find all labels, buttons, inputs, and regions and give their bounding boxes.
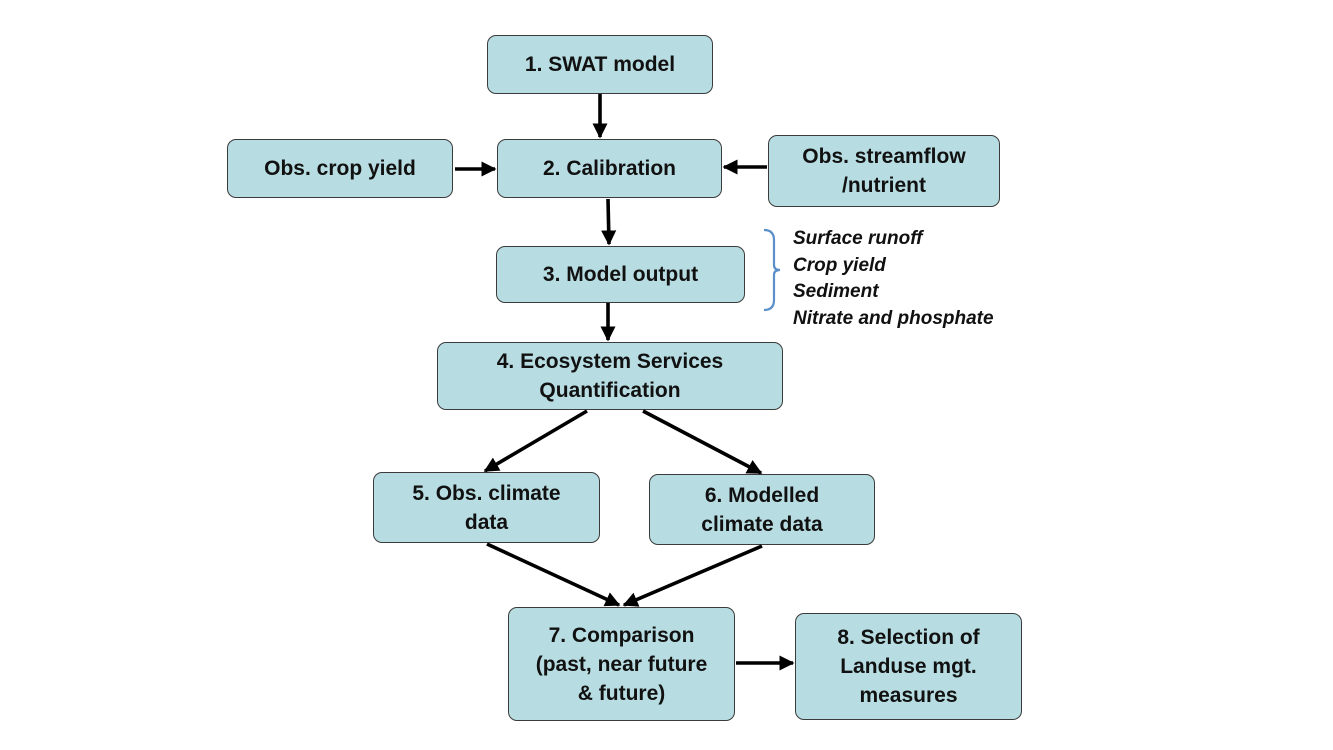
obs-streamflow-label-line2: /nutrient <box>841 174 926 197</box>
modelled-climate-data-box: 6. Modelled climate data <box>649 474 875 545</box>
output-surface-runoff: Surface runoff <box>793 228 923 249</box>
selection-box: 8. Selection of Landuse mgt. measures <box>795 613 1022 720</box>
comparison-label-line2: (past, near future <box>535 652 708 676</box>
obs-crop-yield-box: Obs. crop yield <box>227 139 453 198</box>
obs-climate-data-box: 5. Obs. climate data <box>373 472 600 543</box>
calibration-box: 2. Calibration <box>497 139 722 198</box>
ecosystem-label-line2: Quantification <box>539 379 681 402</box>
calibration-label: 2. Calibration <box>542 157 677 180</box>
arrow-obs-climate-to-comparison <box>486 542 621 607</box>
model-output-label: 3. Model output <box>542 263 699 286</box>
modelled-climate-label-line2: climate data <box>701 512 823 536</box>
modelled-climate-label-line1: 6. Modelled <box>704 483 820 507</box>
arrow-calibration-to-output <box>601 198 617 246</box>
selection-label-line3: measures <box>859 684 958 707</box>
comparison-box: 7. Comparison (past, near future & futur… <box>508 607 735 721</box>
comparison-label-line3: & future) <box>577 681 666 705</box>
model-output-box: 3. Model output <box>496 246 745 303</box>
ecosystem-label-line1: 4. Ecosystem Services <box>496 350 724 373</box>
output-nitrate-phosphate: Nitrate and phosphate <box>793 307 994 329</box>
obs-climate-label-line2: data <box>464 510 509 534</box>
arrow-ecosystem-to-obs-climate <box>483 409 588 473</box>
swat-model-label: 1. SWAT model <box>524 53 676 76</box>
selection-label-line2: Landuse mgt. <box>840 655 977 678</box>
obs-crop-yield-label: Obs. crop yield <box>264 157 416 180</box>
comparison-label-line1: 7. Comparison <box>548 623 695 647</box>
arrow-modelled-climate-to-comparison <box>622 544 763 607</box>
obs-streamflow-box: Obs. streamflow /nutrient <box>768 135 1000 207</box>
arrow-ecosystem-to-modelled-climate <box>642 409 763 475</box>
swat-model-box: 1. SWAT model <box>487 35 713 94</box>
obs-streamflow-label-line1: Obs. streamflow <box>802 145 966 168</box>
obs-climate-label-line1: 5. Obs. climate <box>412 481 561 505</box>
model-output-list: Surface runoff Crop yield Sediment Nitra… <box>793 226 994 332</box>
output-crop-yield: Crop yield <box>793 254 886 276</box>
output-sediment: Sediment <box>793 281 879 302</box>
outputs-bracket <box>763 228 781 312</box>
selection-label-line1: 8. Selection of <box>837 626 980 649</box>
ecosystem-services-box: 4. Ecosystem Services Quantification <box>437 342 783 410</box>
